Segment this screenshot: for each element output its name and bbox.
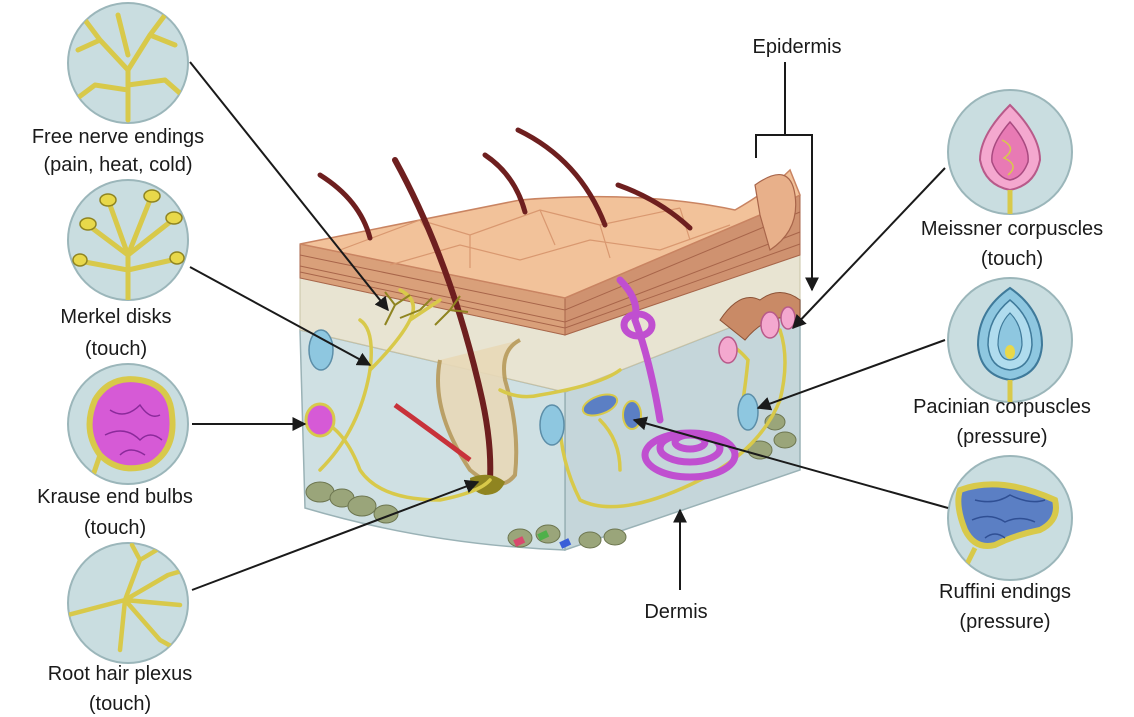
krause-bulb-block	[306, 404, 334, 436]
label-meissner-corpuscles: Meissner corpuscles (touch)	[921, 218, 1103, 270]
label-free-nerve-endings: Free nerve endings (pain, heat, cold)	[32, 126, 204, 176]
label-krause-end-bulbs-line1: Krause end bulbs	[37, 486, 193, 508]
pointer-free-nerve	[190, 62, 388, 310]
label-krause-end-bulbs-line2: (touch)	[84, 517, 146, 539]
meissner-corpuscles-inset	[948, 90, 1072, 220]
label-free-nerve-endings-line2: (pain, heat, cold)	[44, 154, 193, 176]
label-ruffini-endings-line1: Ruffini endings	[939, 581, 1071, 603]
label-root-hair-plexus: Root hair plexus (touch)	[48, 663, 193, 715]
label-pacinian-corpuscles-line1: Pacinian corpuscles	[913, 396, 1091, 418]
label-dermis: Dermis	[644, 601, 707, 623]
label-root-hair-plexus-line1: Root hair plexus	[48, 663, 193, 685]
label-merkel-disks-line1: Merkel disks	[60, 306, 171, 328]
label-krause-end-bulbs: Krause end bulbs (touch)	[37, 486, 193, 539]
label-merkel-disks-line2: (touch)	[85, 338, 147, 360]
ruffini-endings-inset	[948, 456, 1072, 580]
label-epidermis: Epidermis	[753, 36, 842, 58]
krause-end-bulbs-inset	[68, 364, 188, 490]
label-meissner-corpuscles-line2: (touch)	[981, 248, 1043, 270]
label-pacinian-corpuscles-line2: (pressure)	[956, 426, 1047, 448]
epidermis-bracket	[756, 62, 812, 158]
root-hair-plexus-inset	[68, 543, 188, 663]
skin-block	[300, 130, 800, 550]
pointer-meissner	[793, 168, 945, 328]
label-meissner-corpuscles-line1: Meissner corpuscles	[921, 218, 1103, 240]
label-free-nerve-endings-line1: Free nerve endings	[32, 126, 204, 148]
label-merkel-disks: Merkel disks (touch)	[60, 306, 171, 360]
label-ruffini-endings: Ruffini endings (pressure)	[939, 581, 1071, 633]
pacinian-corpuscles-inset	[948, 278, 1072, 405]
free-nerve-endings-inset	[68, 3, 188, 123]
label-root-hair-plexus-line2: (touch)	[89, 693, 151, 715]
label-pacinian-corpuscles: Pacinian corpuscles (pressure)	[913, 396, 1091, 448]
label-ruffini-endings-line2: (pressure)	[959, 611, 1050, 633]
merkel-disks-inset	[68, 180, 188, 300]
